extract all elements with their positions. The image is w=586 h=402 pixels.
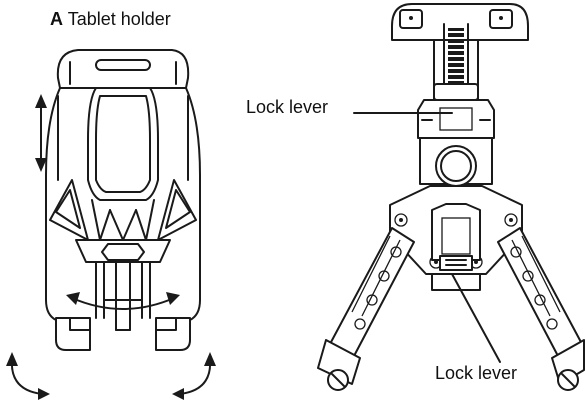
tripod-leg-left (317, 227, 415, 391)
lock-lever-leader-bottom (451, 273, 501, 363)
bottom-left-foot (55, 317, 91, 351)
centre-spine (87, 87, 159, 201)
figure-title-text: Tablet holder (67, 9, 171, 29)
double-arrow-icon (35, 94, 47, 172)
lock-lever-label-top: Lock lever (246, 97, 329, 117)
bottom-lock-lever (431, 203, 481, 261)
top-lock-lever (417, 99, 495, 139)
hex-knob (101, 243, 145, 261)
lock-lever-label-bottom: Lock lever (435, 363, 518, 383)
top-clamp-slot (95, 59, 151, 71)
figure-letter: A (50, 9, 63, 29)
bottom-right-foot (155, 317, 191, 351)
tripod-leg-right (497, 227, 585, 391)
figure-title: A Tablet holder (50, 10, 171, 28)
curved-arrow-icon (6, 352, 216, 400)
tripod-rear-view (317, 3, 585, 391)
tablet-holder-front-view (6, 49, 216, 400)
rotate-arrow-icon (66, 292, 180, 310)
